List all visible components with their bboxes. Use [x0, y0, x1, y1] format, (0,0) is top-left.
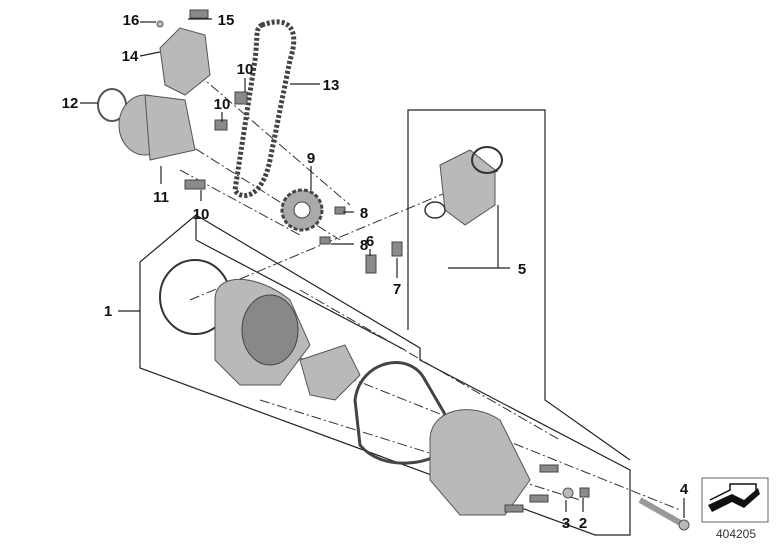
chain-tensioner-part-14 [159, 27, 211, 96]
bolt-part [529, 494, 549, 503]
label-8: 8 [360, 205, 368, 222]
impeller-part [299, 344, 361, 401]
label-14: 14 [122, 48, 139, 65]
washer-part-3 [562, 487, 574, 499]
label-11: 11 [153, 189, 169, 206]
label-12: 12 [62, 95, 79, 112]
bracket-group-5 [407, 109, 631, 461]
arrow-icon [701, 477, 769, 523]
bolt-part [504, 504, 524, 513]
impeller-assembly-part-5 [424, 146, 503, 226]
bolt-part-10 [234, 91, 248, 105]
label-16: 16 [123, 12, 140, 29]
label-5: 5 [518, 261, 526, 278]
label-13: 13 [323, 77, 340, 94]
label-7: 7 [393, 281, 401, 298]
bracket-inner-1b [195, 239, 406, 351]
axis-line [189, 169, 501, 301]
axis-line [259, 399, 581, 501]
bolt-part-6 [365, 254, 377, 274]
bolt-part [539, 464, 559, 473]
bolt-part-15 [189, 9, 209, 19]
bolt-part-8 [334, 206, 346, 215]
label-6: 6 [366, 233, 374, 250]
label-2: 2 [579, 515, 587, 532]
pump-cover-part [429, 409, 531, 516]
bracket-group-1 [139, 214, 631, 536]
label-10: 10 [193, 206, 210, 223]
axis-line [299, 289, 561, 441]
bolt-part-8 [319, 236, 331, 245]
label-4: 4 [680, 481, 689, 498]
chain-part-13 [232, 19, 297, 199]
label-10: 10 [237, 61, 254, 78]
label-1: 1 [104, 303, 112, 320]
label-3: 3 [562, 515, 570, 532]
pump-housing-part-11 [118, 94, 196, 161]
label-15: 15 [218, 12, 235, 29]
label-9: 9 [307, 150, 315, 167]
long-bolt-part-4 [638, 497, 686, 528]
leader-lines [80, 18, 685, 518]
pin-part-16 [156, 20, 164, 28]
image-number: 404205 [716, 527, 756, 541]
bolt-part-10 [214, 119, 228, 131]
label-8: 8 [360, 237, 368, 254]
bolt-part-7 [391, 241, 403, 257]
pump-body-part [214, 278, 311, 386]
bolt-part-10 [184, 179, 206, 190]
label-10: 10 [214, 96, 231, 113]
plug-part-2 [579, 487, 590, 498]
